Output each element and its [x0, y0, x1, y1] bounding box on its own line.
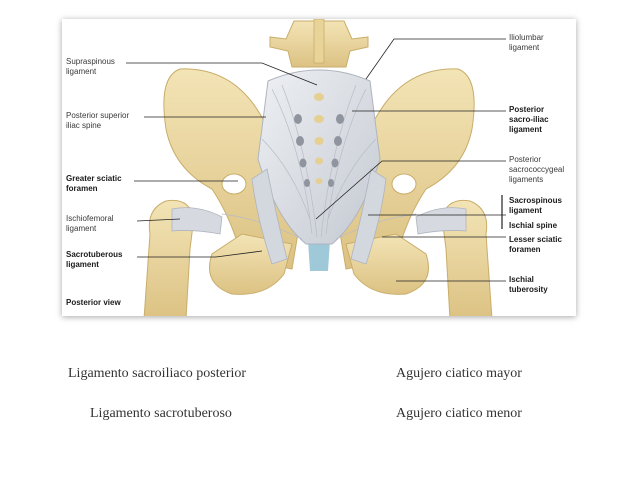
leader-lines	[126, 38, 506, 282]
left-ischiofemoral	[171, 207, 223, 235]
caption-agujero-ciatico-menor: Agujero ciatico menor	[396, 406, 522, 421]
caption-agujero-ciatico-mayor: Agujero ciatico mayor	[396, 366, 522, 381]
left-greater-sciatic-hole	[221, 173, 247, 195]
label-ischiofemoral-ligament: Ischiofemoral ligament	[66, 214, 114, 233]
label-greater-sciatic-foramen: Greater sciatic foramen	[66, 174, 122, 193]
label-posterior-sacrococcygeal-ligaments: Posterior sacrococcygeal ligaments	[509, 155, 565, 184]
label-lesser-sciatic-foramen: Lesser sciatic foramen	[509, 235, 562, 254]
right-ischiofemoral	[415, 207, 467, 235]
left-sacrotuberous-band	[251, 168, 288, 265]
label-sacrotuberous-ligament: Sacrotuberous ligament	[66, 250, 123, 269]
sacral-ligaments	[257, 69, 381, 245]
right-sacrotuberous-band	[350, 168, 387, 265]
sacral-foramina	[294, 114, 344, 187]
label-posterior-sacroiliac-ligament: Posterior sacro-iliac ligament	[509, 105, 549, 134]
symphysis	[308, 241, 330, 271]
right-greater-sciatic-hole	[391, 173, 417, 195]
pelvis-figure: Supraspinous ligament Posterior superior…	[62, 19, 576, 316]
lumbar-spinous-process	[313, 19, 325, 64]
pelvis-illustration	[126, 19, 506, 316]
caption-ligamento-sacrotuberoso: Ligamento sacrotuberoso	[90, 406, 232, 421]
label-supraspinous-ligament: Supraspinous ligament	[66, 57, 115, 76]
label-ischial-tuberosity: Ischial tuberosity	[509, 275, 548, 294]
label-iliolumbar-ligament: Iliolumbar ligament	[509, 33, 544, 52]
label-sacrospinous-ligament: Sacrospinous ligament	[509, 196, 562, 215]
label-ischial-spine: Ischial spine	[509, 221, 558, 230]
label-posterior-view: Posterior view	[66, 298, 121, 307]
caption-ligamento-sacroiliaco-posterior: Ligamento sacroiliaco posterior	[68, 366, 247, 381]
label-posterior-superior-iliac-spine: Posterior superior iliac spine	[66, 111, 130, 130]
median-sacral-crest	[314, 93, 324, 184]
